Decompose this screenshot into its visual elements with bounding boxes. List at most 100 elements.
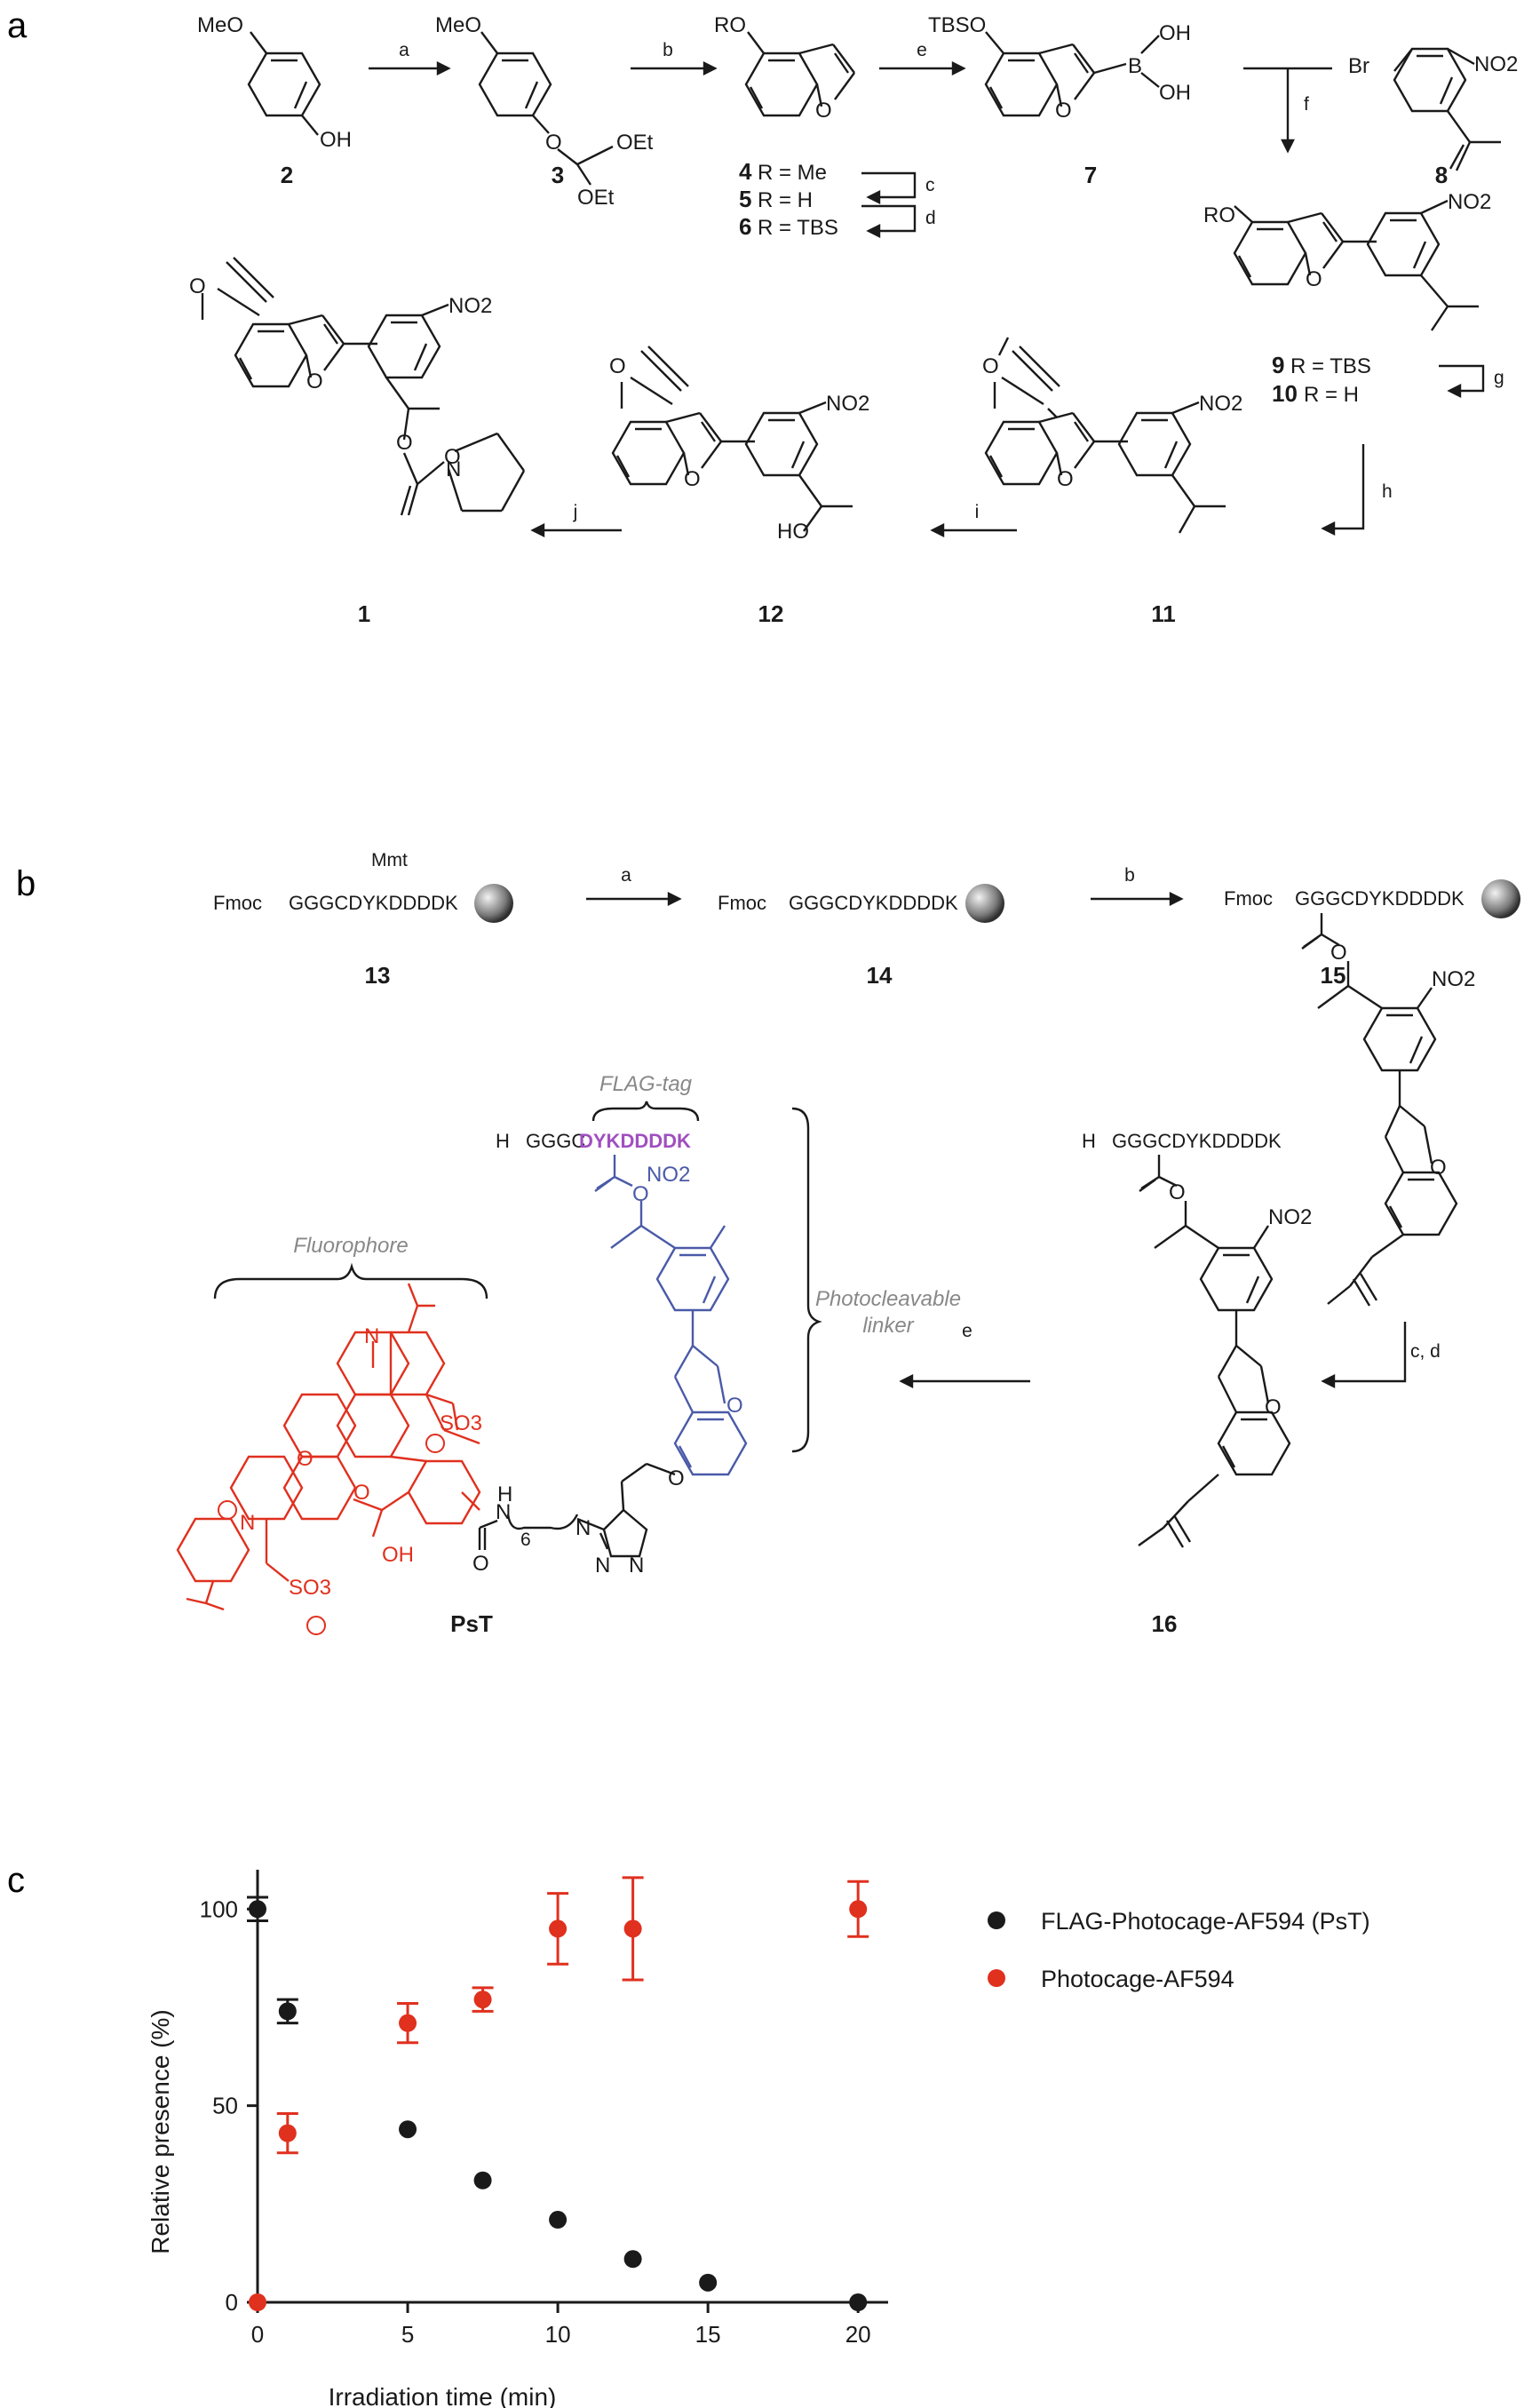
compound-15: 15 (1321, 962, 1346, 989)
atom-no2-11: NO2 (1199, 392, 1242, 416)
atom-meo-2: MeO (197, 13, 243, 37)
peptide-15: GGGCDYKDDDDK (1295, 887, 1465, 910)
x-tick-label-1: 5 (401, 2321, 414, 2348)
x-tick-label-0: 0 (251, 2321, 264, 2348)
chart-legend: FLAG-Photocage-AF594 (PsT) Photocage-AF5… (988, 1908, 1370, 1992)
structure-15 (1301, 913, 1458, 1307)
reagent-j1: j (573, 502, 578, 522)
peptide-13: GGGCDYKDDDDK (289, 892, 458, 914)
pst-n-top: N (364, 1324, 379, 1348)
atom-o-16-furan: O (1265, 1395, 1282, 1419)
scheme-b-text: Fmoc GGGCDYKDDDDK Mmt Fmoc GGGCDYKDDDDK … (213, 850, 1465, 1637)
compound-8: 8 (1435, 162, 1448, 188)
compound-4: 4 (739, 158, 752, 185)
atom-no2-15: NO2 (1432, 967, 1475, 991)
point-s0-4 (549, 2211, 568, 2229)
r-label-4: R = Me (758, 161, 827, 185)
point-s1-4 (549, 1919, 568, 1938)
pst-so3-top: SO3 (440, 1411, 482, 1435)
compound-2: 2 (281, 162, 293, 188)
atom-o-1d: O (444, 445, 461, 469)
pst-text: NO2 O O O N N N 6 N H O SO3 SO3 OH O N N… (218, 941, 1475, 1635)
point-s1-6 (849, 1900, 868, 1919)
reagent-d1: d (925, 208, 936, 228)
compound-14: 14 (867, 962, 893, 989)
pst-n-triazole: N (576, 1516, 591, 1540)
linker-brace (791, 1107, 822, 1453)
r-label-9: R = TBS (1290, 354, 1371, 378)
compound-pst: PsT (450, 1610, 493, 1637)
panel-label-b: b (16, 864, 36, 903)
pst-no2: NO2 (647, 1163, 690, 1187)
compound-5: 5 (739, 186, 751, 212)
y-tick-label-2: 100 (200, 1895, 238, 1922)
atom-o-9: O (1306, 267, 1322, 291)
atom-oet-3a: OEt (616, 131, 654, 155)
pst-amide-o: O (472, 1552, 489, 1576)
mmt-13: Mmt (371, 850, 408, 870)
reagent-e2: e (962, 1321, 972, 1341)
point-s1-0 (249, 2293, 266, 2311)
pst-cooh-oh: OH (382, 1543, 414, 1567)
flag-tag-label: FLAG-tag (599, 1072, 693, 1096)
linker-label-1: Photocleavable (815, 1287, 961, 1311)
atom-br-8: Br (1348, 54, 1369, 78)
point-s1-1 (278, 2124, 297, 2142)
atom-o-7: O (1055, 99, 1072, 123)
fluorophore-brace (213, 1262, 488, 1299)
compound-9: 9 (1272, 352, 1284, 378)
point-s0-5 (623, 2250, 642, 2269)
pst-cooh-o: O (353, 1481, 370, 1505)
atom-o-15-furan: O (1430, 1156, 1447, 1180)
structure-2 (247, 31, 321, 136)
reagent-g1: g (1494, 368, 1504, 388)
fmoc-13: Fmoc (213, 892, 262, 914)
pst-minus-charge-1 (425, 1434, 445, 1453)
atom-oet-3b: OEt (577, 186, 615, 210)
point-s1-2 (399, 2014, 417, 2032)
atom-oh-7b: OH (1159, 81, 1191, 105)
reagent-b1: b (663, 40, 673, 60)
legend-marker-pst (988, 1911, 1005, 1929)
atom-o-12b: O (684, 467, 701, 491)
resin-bead-13 (474, 884, 513, 923)
scheme-b-resins (474, 879, 1520, 923)
structure-11 (984, 337, 1226, 534)
r-label-5: R = H (758, 188, 813, 212)
flag-sequence: DYKDDDDK (579, 1130, 691, 1152)
pst-o-furan: O (726, 1394, 743, 1418)
atom-ho-12: HO (777, 520, 809, 544)
pst-minus-charge-2 (306, 1616, 326, 1635)
pst-triazole-chain (478, 1462, 676, 1558)
point-s0-6 (699, 2273, 718, 2292)
atom-tbso-7: TBSO (928, 13, 986, 37)
pst-o-linker: O (632, 1182, 649, 1206)
pst-o-xanthene: O (297, 1447, 314, 1471)
fmoc-15: Fmoc (1224, 887, 1273, 910)
resin-bead-15 (1481, 879, 1520, 918)
x-tick-label-4: 20 (845, 2321, 871, 2348)
atom-o-11: O (982, 354, 999, 378)
y-tick-label-0: 0 (226, 2289, 238, 2316)
pst-n-bottom: N (240, 1511, 255, 1535)
resin-bead-14 (965, 884, 1004, 923)
point-s0-0 (249, 1900, 266, 1919)
pst-n3-triazole: N (629, 1554, 644, 1578)
pst-fluorophore (176, 1283, 481, 1611)
h-pst: H (496, 1130, 510, 1152)
panel-label-a: a (7, 6, 28, 45)
structure-4 (744, 31, 855, 117)
atom-o-1: O (189, 274, 206, 298)
atom-oh-2: OH (320, 128, 352, 152)
y-tick-label-1: 50 (212, 2093, 238, 2119)
peptide-14: GGGCDYKDDDDK (789, 892, 958, 914)
pst-o-ether: O (668, 1466, 685, 1490)
point-s1-3 (473, 1991, 492, 2009)
compound-13: 13 (365, 962, 391, 989)
point-s0-2 (399, 2120, 417, 2139)
atom-o-1b: O (306, 370, 323, 393)
fmoc-14: Fmoc (718, 892, 766, 914)
scheme-b-brackets (213, 1101, 822, 1453)
reagent-a2: a (621, 865, 631, 886)
atom-oh-7a: OH (1159, 21, 1191, 45)
